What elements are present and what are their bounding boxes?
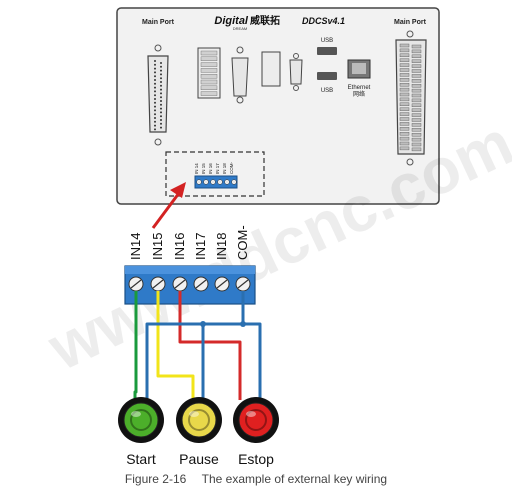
wires xyxy=(133,291,262,400)
red-arrow xyxy=(151,182,186,229)
model-label: DDCSv4.1 xyxy=(302,16,345,26)
ethernet-port: Ethernet 网络 xyxy=(347,59,371,98)
small-connector-block xyxy=(197,47,221,99)
terminal-label-in15: IN15 xyxy=(150,233,165,260)
figure-title: The example of external key wiring xyxy=(201,472,388,486)
mini-terminal-screw xyxy=(231,179,237,185)
red-wire xyxy=(178,291,242,400)
terminal-block xyxy=(124,265,256,305)
svg-text:威联拓: 威联拓 xyxy=(250,14,280,27)
pause-label: Pause xyxy=(179,451,219,467)
right-db-connector xyxy=(395,30,427,166)
blue-common-wire xyxy=(145,291,245,400)
mini-terminal-label: IN 15 xyxy=(201,163,206,174)
mini-terminal-label: IN 14 xyxy=(194,163,199,174)
mini-terminal-screw xyxy=(203,179,209,185)
ethernet-label-cn: 网络 xyxy=(353,90,365,98)
mini-terminal-label: COM- xyxy=(229,162,234,174)
mini-terminal-screw xyxy=(196,179,202,185)
svg-text:Digital: Digital xyxy=(214,15,249,27)
terminal-label-in18: IN18 xyxy=(214,233,229,260)
terminal-label-in14: IN14 xyxy=(128,233,143,260)
blue-estop-wire xyxy=(243,322,262,400)
left-db-connector xyxy=(147,44,169,146)
terminal-label-in17: IN17 xyxy=(193,233,208,260)
terminal-highlight-box xyxy=(165,151,265,197)
figure-caption: Figure 2-16 The example of external key … xyxy=(0,472,512,486)
mini-terminal-label: IN 16 xyxy=(208,163,213,174)
right-small-connectors xyxy=(261,51,303,91)
pause-button: Pause xyxy=(176,397,222,467)
middle-db-connector xyxy=(231,46,249,104)
usb-bottom-label: USB xyxy=(321,88,333,94)
usb-ports: USB USB xyxy=(317,38,337,94)
mini-terminal-screw xyxy=(217,179,223,185)
push-buttons: Start Pause Estop xyxy=(118,397,279,467)
mini-terminal-label: IN 18 xyxy=(222,163,227,174)
terminal-label-com-: COM- xyxy=(235,225,250,260)
brand-logo: Digital 威联拓 DREAM xyxy=(214,14,280,31)
svg-text:DREAM: DREAM xyxy=(233,26,247,31)
right-port-label: Main Port xyxy=(394,19,427,26)
figure-number: Figure 2-16 xyxy=(124,472,187,486)
mini-terminal-screw xyxy=(210,179,216,185)
green-wire xyxy=(133,291,138,400)
usb-port-top xyxy=(317,47,337,55)
terminal-label-in16: IN16 xyxy=(172,233,187,260)
usb-port-bottom xyxy=(317,72,337,80)
terminal-labels: IN14 IN15 IN16 IN17 IN18 COM- xyxy=(128,225,250,260)
mini-terminal-screw xyxy=(224,179,230,185)
ethernet-label: Ethernet xyxy=(348,85,371,91)
start-label: Start xyxy=(126,451,156,467)
yellow-wire xyxy=(156,291,195,400)
estop-label: Estop xyxy=(238,451,274,467)
estop-button: Estop xyxy=(233,397,279,467)
mini-terminal-label: IN 17 xyxy=(215,163,220,174)
left-port-label: Main Port xyxy=(142,19,175,26)
controller-panel: Main Port Main Port Digital 威联拓 DREAM DD… xyxy=(116,7,440,205)
start-button: Start xyxy=(118,397,164,467)
usb-top-label: USB xyxy=(321,38,333,44)
